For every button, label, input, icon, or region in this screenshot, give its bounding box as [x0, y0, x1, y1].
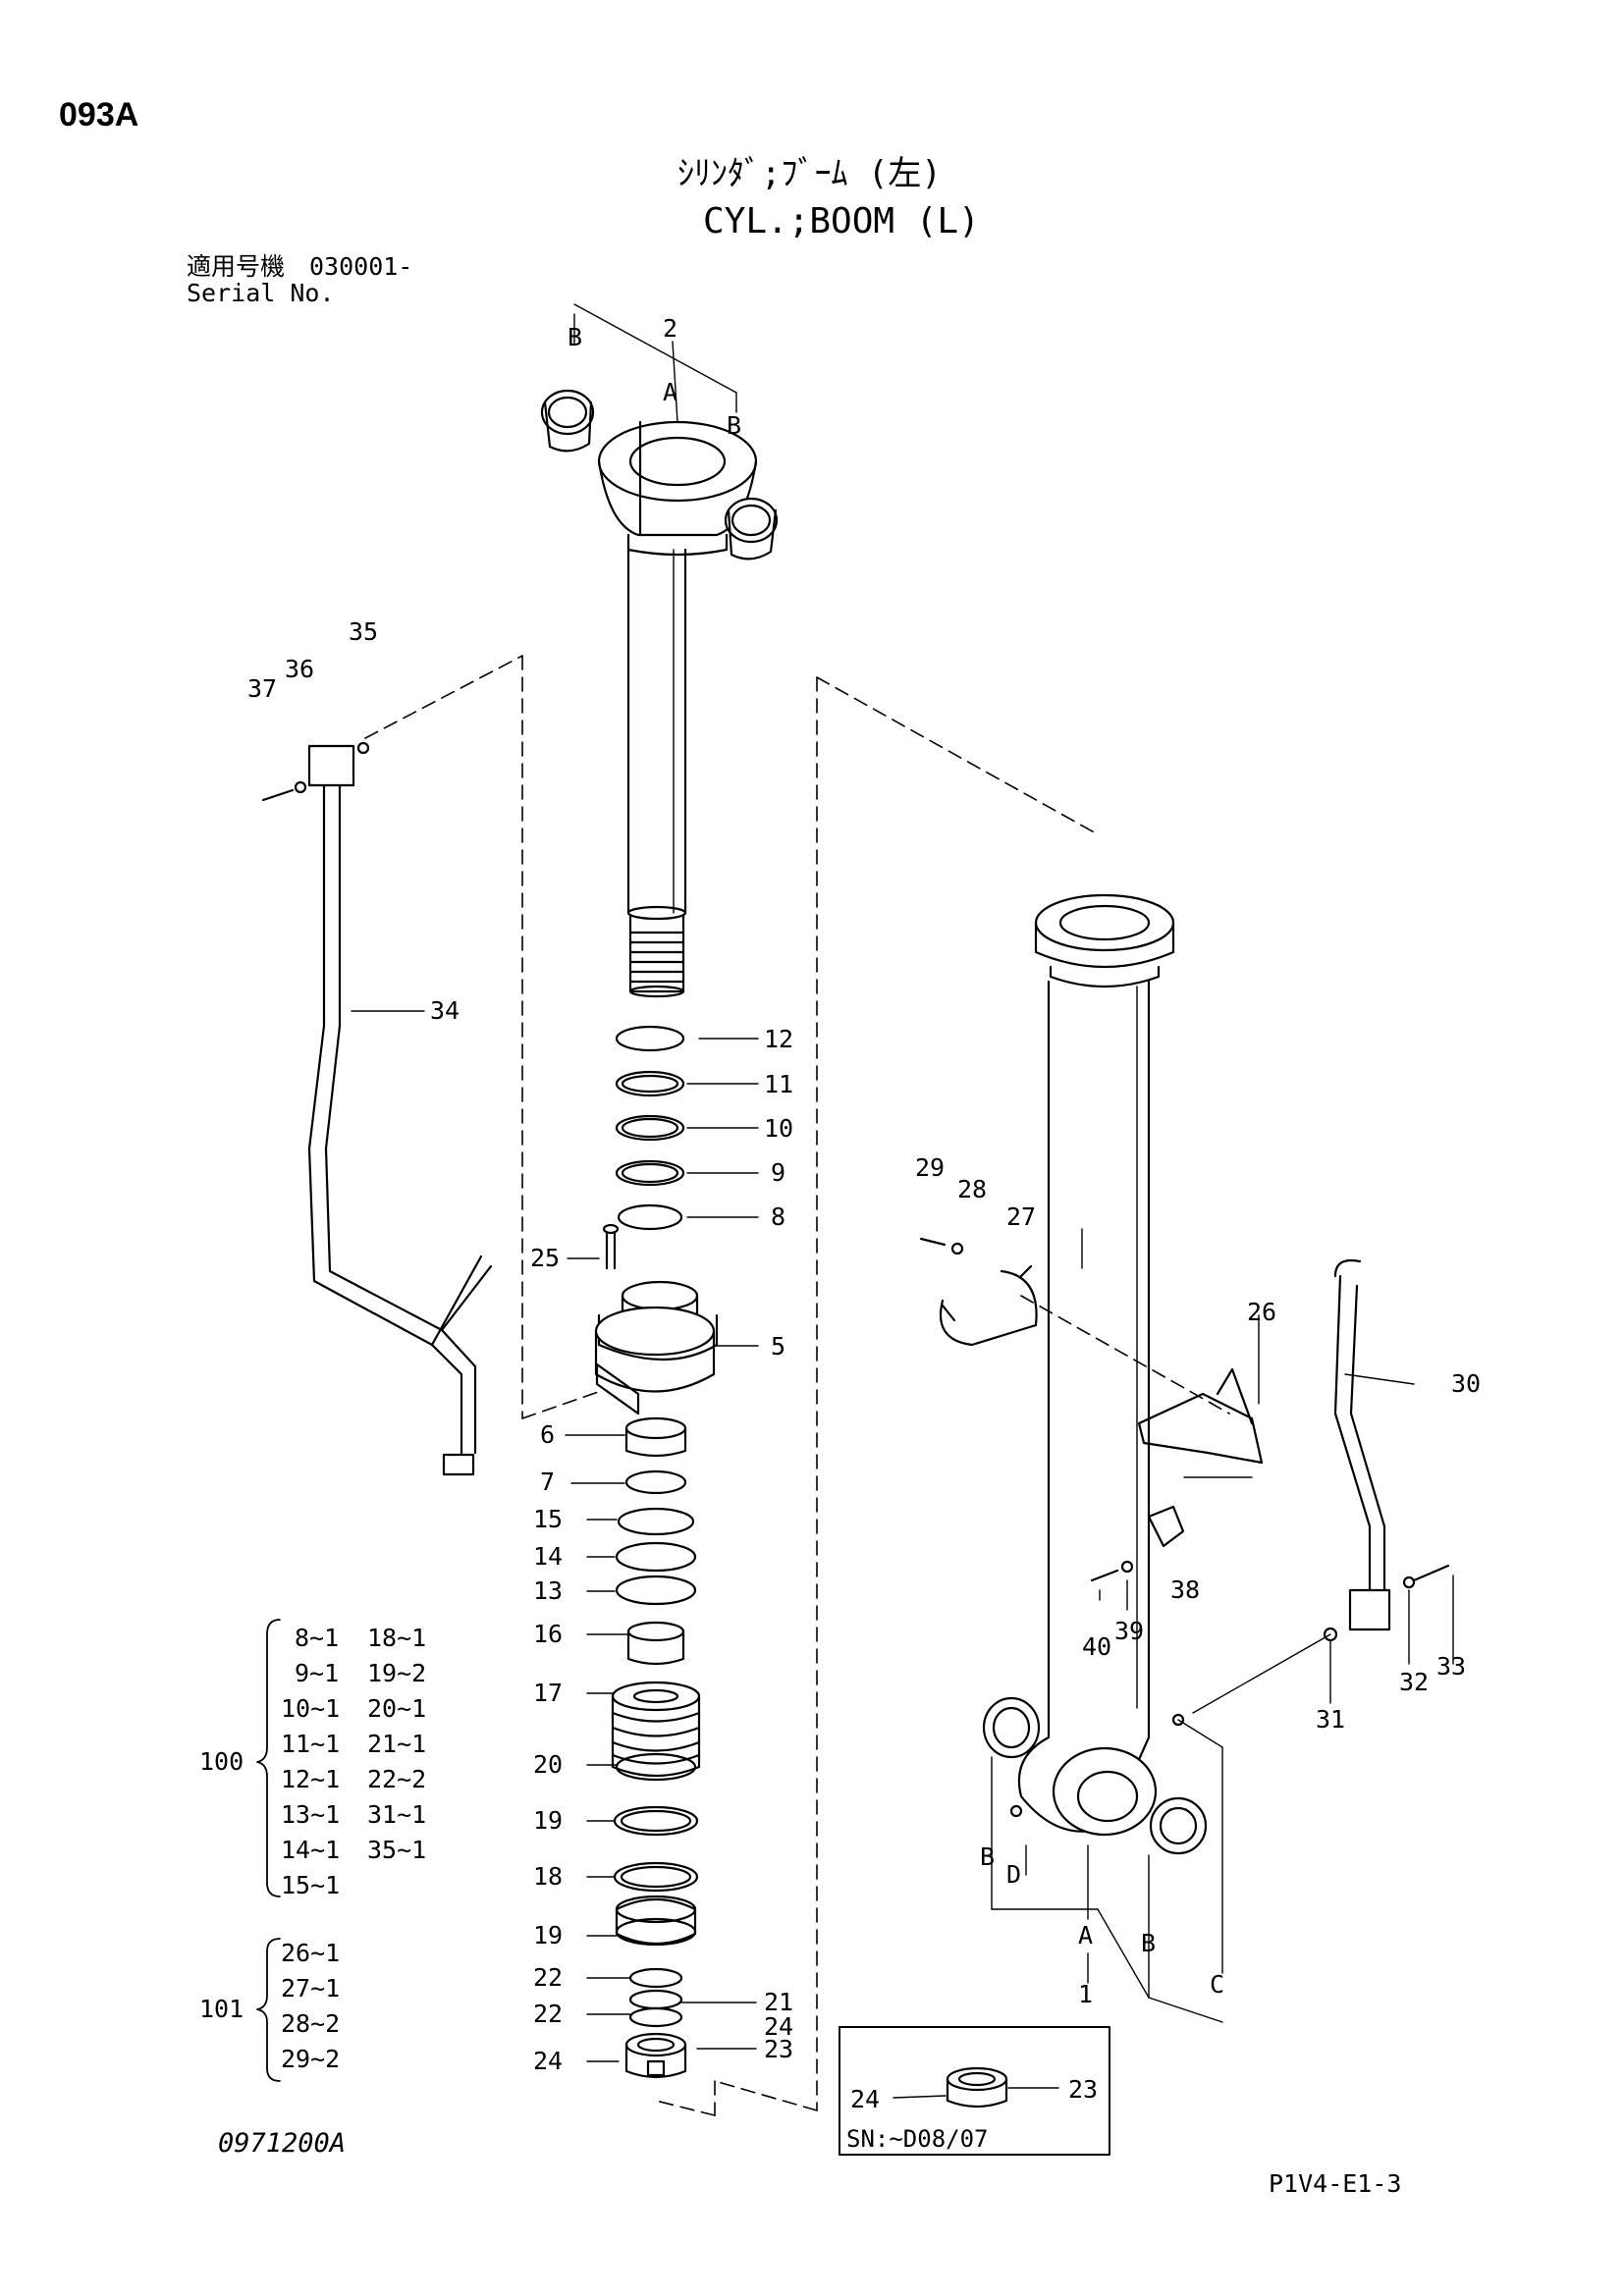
callout-20: 20 — [533, 1750, 563, 1779]
kit-100-item: 15~1 — [281, 1871, 340, 1899]
callout-12: 12 — [764, 1025, 793, 1053]
callout-29: 29 — [915, 1153, 945, 1182]
seal-stack — [594, 1025, 719, 2079]
callout-8: 8 — [771, 1202, 785, 1231]
kit-101-item: 26~1 — [281, 1939, 340, 1967]
cylinder-tube — [982, 893, 1208, 1855]
callout-39: 39 — [1114, 1617, 1144, 1645]
callout-19: 19 — [533, 1806, 563, 1835]
page-code: 093A — [59, 96, 139, 133]
callout-36: 36 — [285, 655, 314, 683]
callout-24: 24 — [533, 2047, 563, 2075]
inset-label-23: 23 — [1068, 2075, 1098, 2104]
serial-label-jp: 適用号機 030001- — [187, 252, 413, 281]
pipe-30 — [1192, 1258, 1450, 1714]
alignment-lines — [364, 655, 1230, 2116]
inset-label-24: 24 — [850, 2085, 880, 2113]
callout-32: 32 — [1399, 1668, 1429, 1696]
callout-13: 13 — [533, 1576, 563, 1605]
kit-101-item: 28~2 — [281, 2009, 340, 2038]
kit-100-item: 21~1 — [367, 1730, 426, 1758]
kit-100-item: 31~1 — [367, 1800, 426, 1829]
callout-A: A — [663, 378, 677, 406]
callout-17: 17 — [533, 1679, 563, 1707]
kit-100-item: 13~1 — [281, 1800, 340, 1829]
serial-label-en: Serial No. — [187, 279, 335, 307]
callout-22: 22 — [533, 2000, 563, 2028]
callout-34: 34 — [430, 996, 460, 1025]
callout-28: 28 — [957, 1175, 987, 1203]
pipe-34 — [261, 741, 493, 1476]
callout-14: 14 — [533, 1542, 563, 1571]
callout-B: B — [568, 323, 582, 351]
kit-100-item: 35~1 — [367, 1836, 426, 1864]
callout-24: 24 — [764, 2012, 793, 2041]
callout-2: 2 — [663, 314, 677, 343]
callout-15: 15 — [533, 1505, 563, 1533]
kit-100-item: 19~2 — [367, 1659, 426, 1687]
callout-7: 7 — [540, 1468, 555, 1496]
kit-100-item: 18~1 — [367, 1624, 426, 1652]
title-japanese: ｼﾘﾝﾀﾞ;ﾌﾞｰﾑ (左) — [677, 154, 942, 193]
callout-18: 18 — [533, 1862, 563, 1891]
kit-100-label: 100 — [199, 1747, 244, 1776]
kit-braces — [256, 1619, 281, 2082]
callout-1: 1 — [1078, 1980, 1093, 2008]
kit-101-item: 29~2 — [281, 2045, 340, 2073]
callout-26: 26 — [1247, 1298, 1276, 1326]
callout-25: 25 — [530, 1244, 560, 1272]
callout-16: 16 — [533, 1620, 563, 1648]
callout-19: 19 — [533, 1921, 563, 1949]
callout-11: 11 — [764, 1070, 793, 1098]
kit-100-item: 20~1 — [367, 1694, 426, 1723]
callout-38: 38 — [1170, 1575, 1200, 1604]
leader-lines — [351, 303, 1454, 2062]
callout-22: 22 — [533, 1963, 563, 1992]
callout-B: B — [727, 411, 741, 440]
serial-number-label: 適用号機 030001- Serial No. — [187, 253, 412, 306]
callout-B: B — [980, 1842, 995, 1871]
inset-box — [839, 2026, 1110, 2156]
callout-9: 9 — [771, 1158, 785, 1187]
kit-101-item: 27~1 — [281, 1974, 340, 2002]
callout-35: 35 — [349, 617, 378, 646]
callout-30: 30 — [1451, 1369, 1481, 1398]
kit-100-item: 8~1 — [295, 1624, 339, 1652]
callout-23: 23 — [764, 2035, 793, 2063]
callout-40: 40 — [1082, 1632, 1111, 1661]
kit-100-item: 22~2 — [367, 1765, 426, 1793]
callout-5: 5 — [771, 1332, 785, 1361]
callout-27: 27 — [1006, 1202, 1036, 1231]
clamp-parts — [919, 1237, 1264, 1582]
inset-serial-note: SN:~D08/07 — [846, 2125, 989, 2153]
kit-100-item: 14~1 — [281, 1836, 340, 1864]
title-english: CYL.;BOOM (L) — [703, 201, 980, 241]
kit-100-item: 11~1 — [281, 1730, 340, 1758]
kit-100-item: 9~1 — [295, 1659, 339, 1687]
callout-D: D — [1006, 1860, 1021, 1889]
callout-B: B — [1141, 1929, 1156, 1957]
callout-21: 21 — [764, 1988, 793, 2016]
callout-A: A — [1078, 1921, 1093, 1949]
callout-6: 6 — [540, 1420, 555, 1449]
callout-31: 31 — [1316, 1705, 1345, 1734]
kit-101-label: 101 — [199, 1995, 244, 2023]
callout-37: 37 — [247, 674, 277, 703]
callout-labels: 2 A B B 35 36 37 34 12 11 10 9 8 25 5 6 … — [199, 314, 1481, 2153]
piston-rod — [540, 389, 779, 998]
callout-33: 33 — [1436, 1652, 1466, 1681]
reference-code: P1V4-E1-3 — [1269, 2169, 1402, 2198]
kit-100-item: 12~1 — [281, 1765, 340, 1793]
drawing-code: 0971200A — [218, 2128, 347, 2159]
callout-C: C — [1210, 1970, 1224, 1999]
callout-10: 10 — [764, 1114, 793, 1143]
kit-100-item: 10~1 — [281, 1694, 340, 1723]
